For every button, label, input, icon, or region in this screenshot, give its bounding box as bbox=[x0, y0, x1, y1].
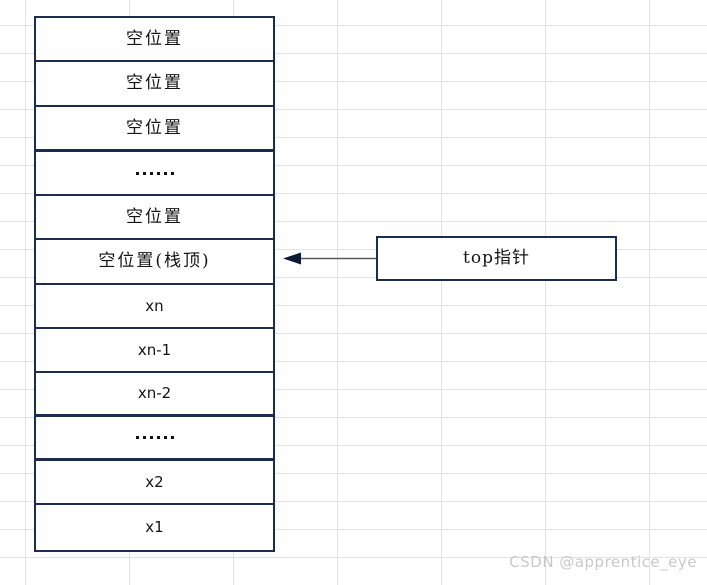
stack-cell-0[interactable]: 空位置 bbox=[36, 18, 273, 62]
stack-cell-top-of-stack[interactable]: 空位置(栈顶) bbox=[36, 240, 273, 285]
ellipsis-icon bbox=[135, 436, 174, 439]
stack-cell-7[interactable]: xn-1 bbox=[36, 329, 273, 373]
stack-cell-4[interactable]: 空位置 bbox=[36, 196, 273, 240]
stack-cell-label: 空位置 bbox=[126, 73, 183, 93]
stack-container: 空位置 空位置 空位置 ······ 空位置 空位置(栈顶) xn xn-1 x… bbox=[34, 16, 275, 552]
stack-cell-label: 空位置(栈顶) bbox=[98, 251, 211, 271]
stack-cell-label: x2 bbox=[145, 472, 164, 491]
stack-cell-11[interactable]: x1 bbox=[36, 505, 273, 550]
stack-cell-3[interactable]: ······ bbox=[36, 152, 273, 196]
stack-cell-label: 空位置 bbox=[126, 206, 183, 227]
top-pointer-box[interactable]: top指针 bbox=[376, 236, 617, 281]
stack-cell-label: 空位置 bbox=[126, 28, 183, 49]
stack-cell-9[interactable]: ······ bbox=[36, 417, 273, 461]
stack-cell-label: xn-1 bbox=[137, 340, 172, 359]
watermark: CSDN @apprentice_eye bbox=[509, 553, 697, 571]
stack-cell-8[interactable]: xn-2 bbox=[36, 373, 273, 417]
pointer-arrow-icon bbox=[283, 252, 376, 265]
stack-cell-10[interactable]: x2 bbox=[36, 461, 273, 505]
top-pointer-label: top指针 bbox=[463, 248, 530, 268]
stack-cell-1[interactable]: 空位置 bbox=[36, 62, 273, 107]
ellipsis-icon bbox=[135, 171, 174, 175]
stack-cell-label: xn bbox=[145, 296, 164, 315]
stack-cell-label: 空位置 bbox=[126, 117, 183, 138]
stack-cell-6[interactable]: xn bbox=[36, 285, 273, 329]
stack-cell-2[interactable]: 空位置 bbox=[36, 107, 273, 152]
stack-cell-label: x1 bbox=[145, 518, 164, 536]
stack-cell-label: xn-2 bbox=[137, 384, 172, 402]
